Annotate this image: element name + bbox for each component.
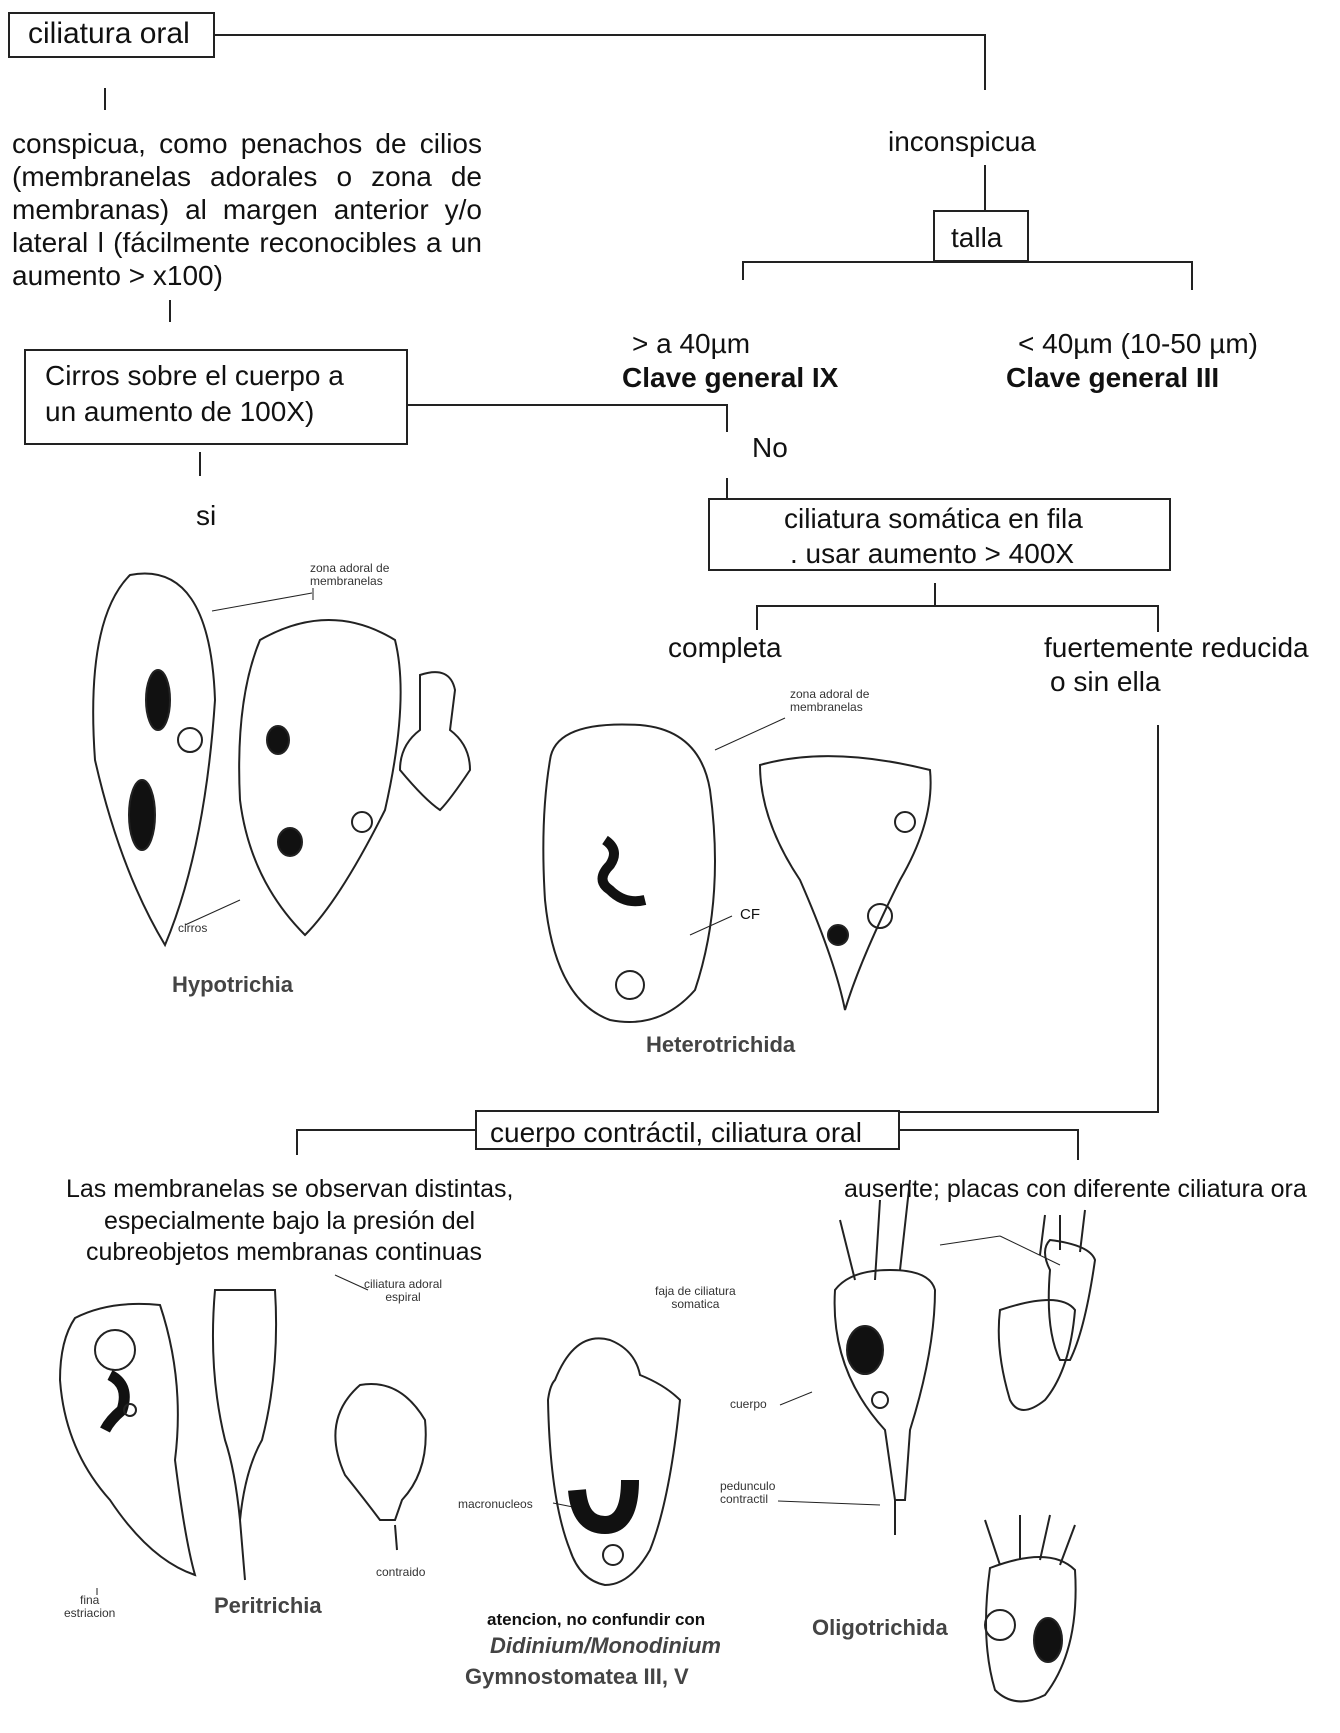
ciliatura-oral-label: ciliatura oral xyxy=(28,17,190,52)
no-label: No xyxy=(752,432,788,464)
membranelas-line-2: especialmente bajo la presión del xyxy=(104,1207,475,1236)
taxon-oligotrichida: Oligotrichida xyxy=(812,1615,948,1640)
conspicua-line-5: aumento > x100) xyxy=(12,260,223,292)
mayor-40-label: > a 40µm xyxy=(632,328,750,360)
si-label: si xyxy=(196,500,216,532)
somatica-line-1: ciliatura somática en fila xyxy=(784,503,1083,535)
taxon-peritrichia: Peritrichia xyxy=(214,1593,322,1618)
clave-ix-label: Clave general IX xyxy=(622,362,838,394)
line-contractil-left xyxy=(297,1130,475,1155)
cf-label: CF xyxy=(740,906,760,923)
menor-40-label: < 40µm (10-50 µm) xyxy=(1018,328,1258,360)
line-talla-branches xyxy=(743,262,1192,290)
hypotrichia-drawing xyxy=(93,574,470,945)
reducida-line-1: fuertemente reducida xyxy=(1044,632,1309,664)
macronucleos-label: macronucleos xyxy=(458,1498,533,1511)
line-cirros-to-no xyxy=(408,405,727,432)
cuerpo-label: cuerpo xyxy=(730,1398,767,1411)
atencion-label: atencion, no confundir con xyxy=(487,1610,705,1630)
contraido-label: contraido xyxy=(376,1566,425,1579)
conspicua-line-3: membranas) al margen anterior y/o xyxy=(12,194,482,226)
heterotrichida-drawing xyxy=(543,724,930,1022)
cirros-line-1: Cirros sobre el cuerpo a xyxy=(45,360,344,392)
peritrichia-drawing xyxy=(60,1290,426,1580)
conspicua-line-1: conspicua, como penachos de cilios xyxy=(12,128,482,160)
membranelas-line-1: Las membranelas se observan distintas, xyxy=(66,1175,513,1204)
cirros-line-2: un aumento de 100X) xyxy=(45,396,314,428)
conspicua-line-4: lateral l (fácilmente reconocibles a un xyxy=(12,227,482,259)
cirros-fig-label: cirros xyxy=(178,922,207,935)
line-somatica-branches xyxy=(757,583,1158,632)
taxon-heterotrichida: Heterotrichida xyxy=(646,1032,795,1057)
line-contractil-right xyxy=(900,1130,1078,1160)
line-oral-to-inconspicua xyxy=(215,35,985,90)
taxon-didinium: Didinium/Monodinium xyxy=(490,1633,721,1658)
line-reducida-to-contractil xyxy=(900,725,1158,1112)
talla-label: talla xyxy=(951,222,1002,254)
contractil-label: cuerpo contráctil, ciliatura oral xyxy=(490,1117,862,1147)
clave-iii-label: Clave general III xyxy=(1006,362,1219,394)
conspicua-line-2: (membranelas adorales o zona de xyxy=(12,161,482,193)
membranelas-line-3: cubreobjetos membranas continuas xyxy=(86,1238,482,1267)
reducida-line-2: o sin ella xyxy=(1050,666,1161,698)
taxon-hypotrichia: Hypotrichia xyxy=(172,972,293,997)
somatica-line-2: . usar aumento > 400X xyxy=(790,538,1074,566)
inconspicua-label: inconspicua xyxy=(888,126,1036,158)
didinium-drawing xyxy=(548,1338,680,1585)
completa-label: completa xyxy=(668,632,782,664)
ausente-label: ausente; placas con diferente ciliatura … xyxy=(844,1175,1307,1204)
taxon-gymnostomatea: Gymnostomatea III, V xyxy=(465,1664,689,1689)
